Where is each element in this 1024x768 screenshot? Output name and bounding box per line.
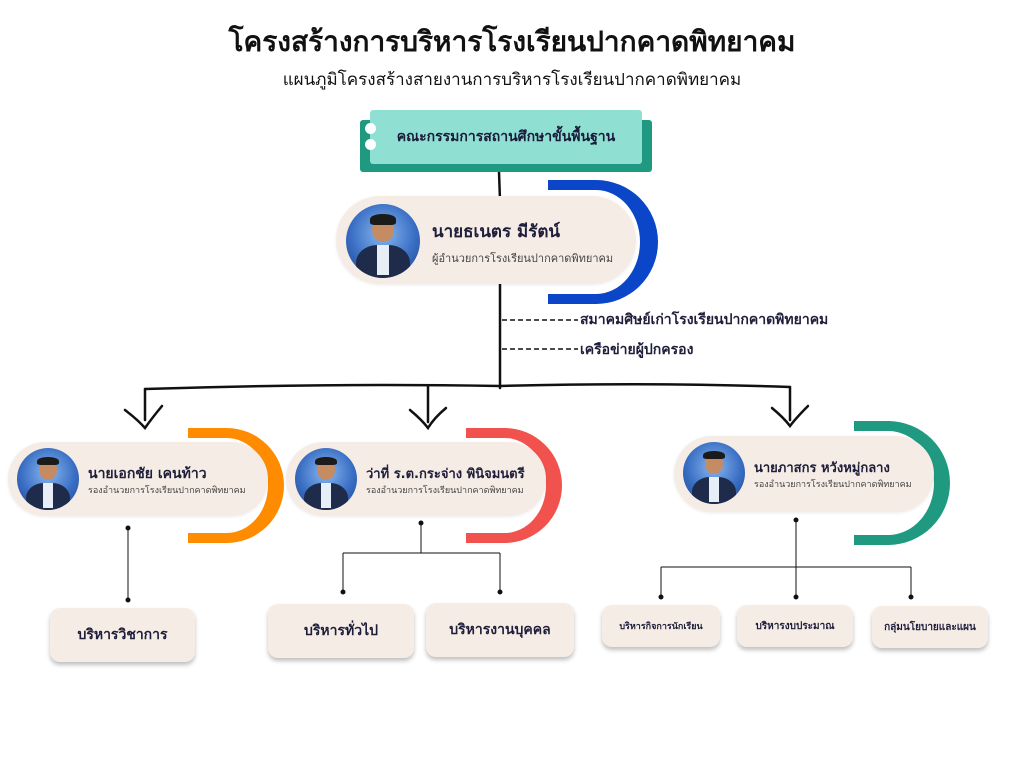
unit-student-affairs: บริหารกิจการนักเรียน bbox=[602, 605, 720, 647]
arrow-left bbox=[123, 404, 164, 431]
unit-policy-plan: กลุ่มนโยบายและแผน bbox=[872, 606, 988, 648]
board-dot-top bbox=[365, 123, 376, 134]
deputy2-name: ว่าที่ ร.ต.กระจ่าง พินิจมนตรี bbox=[366, 467, 525, 482]
unit-personnel: บริหารงานบุคคล bbox=[426, 603, 574, 657]
arrow-middle bbox=[408, 406, 448, 431]
board-director-line bbox=[497, 170, 502, 202]
alumni-association: สมาคมศิษย์เก่าโรงเรียนปากคาดพิทยาคม bbox=[580, 312, 829, 328]
deputy2-photo bbox=[295, 448, 357, 510]
director-photo bbox=[346, 204, 420, 278]
deputy1-role: รองอำนวยการโรงเรียนปากคาดพิทยาคม bbox=[88, 486, 246, 496]
board-box: คณะกรรมการสถานศึกษาขั้นพื้นฐาน bbox=[370, 110, 642, 164]
deputy3-name: นายภาสกร หวังหมู่กลาง bbox=[754, 461, 890, 476]
deputy2-role: รองอำนวยการโรงเรียนปากคาดพิทยาคม bbox=[366, 486, 524, 496]
director-name: นายธเนตร มีรัตน์ bbox=[432, 222, 561, 242]
arrow-right bbox=[770, 404, 810, 429]
deputy1-name: นายเอกชัย เคนท้าว bbox=[88, 466, 207, 482]
deputy1-photo bbox=[17, 448, 79, 510]
deputy3-role: รองอำนวยการโรงเรียนปากคาดพิทยาคม bbox=[754, 480, 912, 490]
director-role: ผู้อำนวยการโรงเรียนปากคาดพิทยาคม bbox=[432, 252, 614, 265]
unit-academic: บริหารวิชาการ bbox=[50, 608, 195, 662]
page-subtitle: แผนภูมิโครงสร้างสายงานการบริหารโรงเรียนป… bbox=[282, 70, 742, 90]
parent-network: เครือข่ายผู้ปกครอง bbox=[580, 342, 694, 358]
board-dot-bottom bbox=[365, 139, 376, 150]
board-label: คณะกรรมการสถานศึกษาขั้นพื้นฐาน bbox=[396, 129, 616, 145]
page-title: โครงสร้างการบริหารโรงเรียนปากคาดพิทยาคม bbox=[228, 25, 796, 58]
branch-bar bbox=[143, 382, 792, 391]
deputy3-photo bbox=[683, 442, 745, 504]
unit-general: บริหารทั่วไป bbox=[268, 604, 414, 658]
unit-budget: บริหารงบประมาณ bbox=[737, 605, 853, 647]
